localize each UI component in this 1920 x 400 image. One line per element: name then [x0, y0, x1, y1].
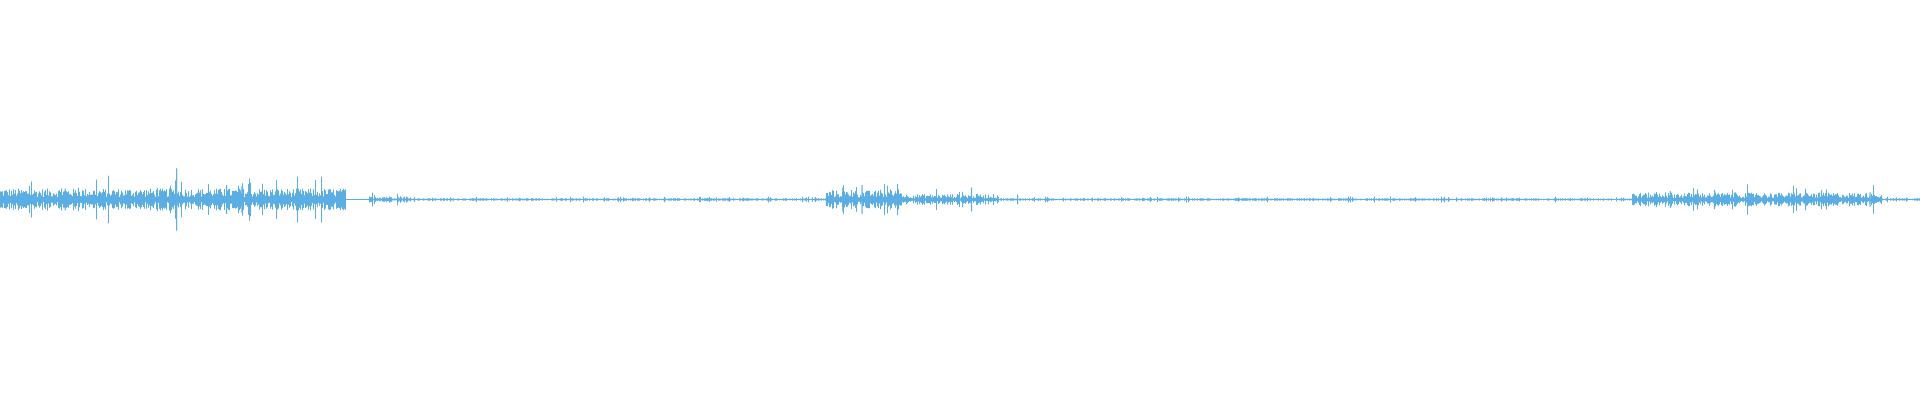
waveform-envelope [0, 175, 1920, 224]
waveform-bars [0, 168, 1920, 231]
